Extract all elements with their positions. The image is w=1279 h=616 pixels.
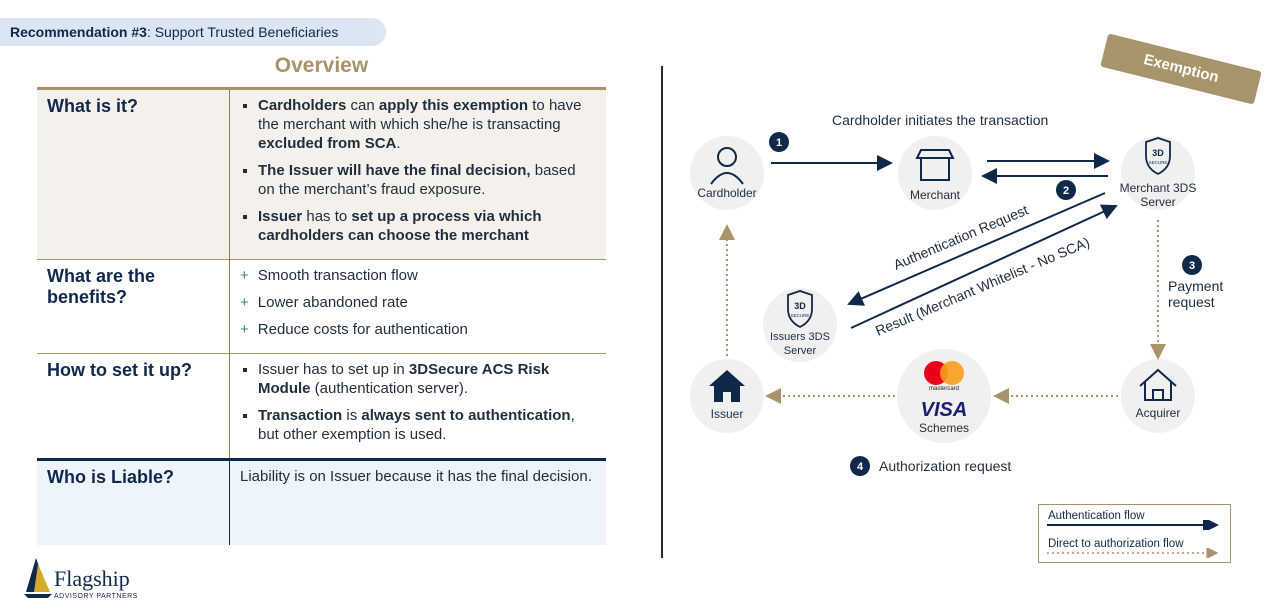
step-3: 3 (1189, 260, 1195, 272)
tag-bold: Recommendation #3 (10, 24, 147, 40)
list-item: The Issuer will have the final decision,… (258, 161, 596, 199)
house-outline-icon (1139, 368, 1177, 401)
logo-sub: ADVISORY PARTNERS (54, 593, 138, 600)
row-key: What is it? (37, 87, 230, 260)
legend-direct-flow: Direct to authorization flow (1048, 538, 1184, 550)
step-badge (769, 132, 789, 152)
bank-home-icon (709, 370, 745, 402)
table-row: How to set it up? Issuer has to set up i… (37, 353, 606, 460)
list-item: Lower abandoned rate (240, 293, 596, 312)
vertical-divider (661, 66, 663, 558)
flagship-logo (24, 558, 52, 598)
issuers3ds-node (763, 288, 837, 362)
legend: Authentication flow Direct to authorizat… (1038, 504, 1231, 563)
list-item: Smooth transaction flow (240, 266, 596, 285)
legend-auth-flow: Authentication flow (1048, 510, 1145, 522)
cardholder-label: Cardholder (697, 186, 757, 200)
schemes-label: Schemes (918, 421, 970, 435)
tag-rest: : Support Trusted Beneficiaries (146, 24, 339, 40)
visa-logo-icon: VISA (921, 399, 968, 421)
row-key: What are the benefits? (37, 259, 230, 354)
merchant3ds-label: Merchant 3DS Server (1119, 181, 1197, 209)
logo-name: Flagship (54, 566, 130, 591)
person-icon (710, 147, 744, 185)
overview-table: What is it? Cardholders can apply this e… (37, 87, 606, 545)
list-item: Issuer has to set up in 3DSecure ACS Ris… (258, 360, 596, 398)
recommendation-tag: Recommendation #3: Support Trusted Benef… (0, 18, 386, 46)
step-2: 2 (1063, 185, 1069, 197)
top-label: Cardholder initiates the transaction (832, 112, 1049, 128)
row-key: How to set it up? (37, 353, 230, 460)
step-badge (1056, 180, 1076, 200)
table-row: What is it? Cardholders can apply this e… (37, 87, 606, 260)
merchant-label: Merchant (909, 188, 961, 202)
merchant-node (898, 136, 972, 210)
auth-request-label: Authentication Request (891, 201, 1031, 272)
issuer-label: Issuer (710, 407, 744, 421)
badge-secure: SECURE (791, 313, 810, 318)
mastercard-text: mastercard (929, 386, 959, 392)
acquirer-label: Acquirer (1135, 406, 1181, 420)
table-row: Who is Liable? Liability is on Issuer be… (37, 458, 606, 545)
row-key: Who is Liable? (37, 458, 230, 545)
step-badge (1182, 255, 1202, 275)
step-1: 1 (776, 137, 782, 149)
list-item: Issuer has to set up a process via which… (258, 207, 596, 245)
row-value: Issuer has to set up in 3DSecure ACS Ris… (229, 353, 606, 460)
legend-dotted-line (1047, 548, 1219, 558)
row-value: Smooth transaction flow Lower abandoned … (229, 259, 606, 354)
step-4: 4 (857, 461, 864, 473)
step-badge (850, 456, 870, 476)
arrow-auth-request (847, 192, 1106, 306)
list-item: Cardholders can apply this exemption to … (258, 96, 596, 153)
row-value: Cardholders can apply this exemption to … (229, 87, 606, 260)
3dsecure-shield-icon (1145, 137, 1171, 176)
overview-title: Overview (274, 54, 369, 77)
badge-3d: 3D (1152, 148, 1164, 158)
result-label: Result (Merchant Whitelist - No SCA) (873, 234, 1092, 339)
authorization-request-label: Authorization request (879, 458, 1012, 474)
payment-request-label: Payment request (1168, 278, 1224, 310)
mastercard-logo-icon (924, 361, 964, 385)
arrow-result (850, 204, 1118, 329)
table-row: What are the benefits? Smooth transactio… (37, 259, 606, 354)
schemes-node (897, 349, 991, 443)
issuers3ds-label: Issuers 3DS Server (770, 331, 830, 357)
flow-diagram: 3D SECURE 3D SECURE mastercard VISA 1 2 … (690, 132, 1202, 476)
badge-secure: SECURE (1149, 160, 1168, 165)
list-item: Reduce costs for authentication (240, 320, 596, 339)
badge-3d: 3D (794, 301, 806, 311)
3dsecure-shield-icon (787, 290, 813, 329)
list-item: Transaction is always sent to authentica… (258, 406, 596, 444)
shop-icon (915, 149, 955, 181)
row-value: Liability is on Issuer because it has th… (229, 458, 606, 545)
acquirer-node (1121, 359, 1195, 433)
legend-solid-line (1047, 520, 1219, 530)
